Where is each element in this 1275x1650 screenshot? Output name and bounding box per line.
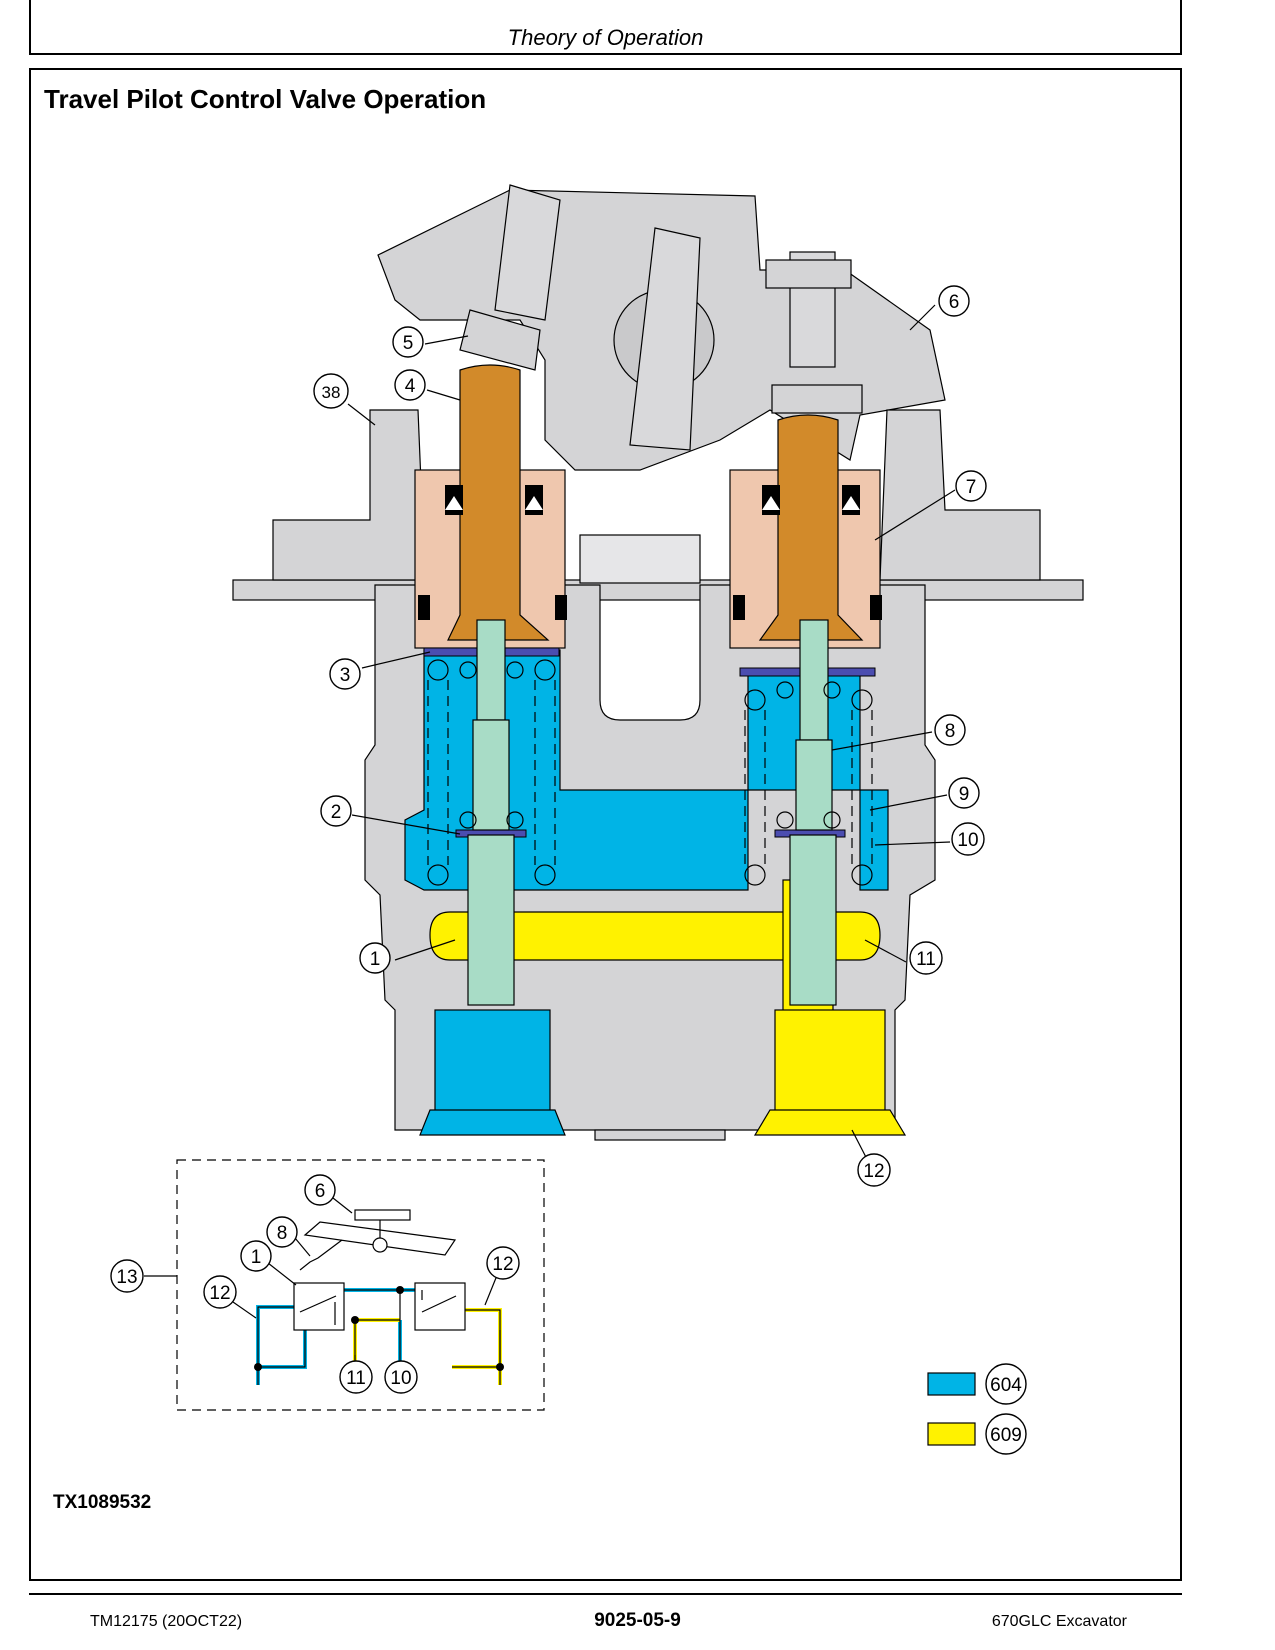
- callout-leaders: [347, 304, 956, 1166]
- header-box: Theory of Operation: [29, 0, 1182, 55]
- svg-text:10: 10: [957, 830, 978, 851]
- svg-text:1: 1: [251, 1247, 262, 1268]
- svg-text:13: 13: [116, 1267, 137, 1288]
- callout-9: 9: [948, 777, 980, 809]
- svg-text:12: 12: [209, 1283, 230, 1304]
- callout-1: 1: [359, 942, 391, 974]
- svg-text:9: 9: [959, 784, 970, 805]
- schem-callout-11: 11: [339, 1360, 373, 1394]
- section-title: Travel Pilot Control Valve Operation: [44, 84, 487, 114]
- legend-604: 604: [927, 1363, 1027, 1405]
- callout-11: 11: [909, 941, 943, 975]
- schem-callout-1: 1: [240, 1240, 272, 1272]
- svg-text:10: 10: [390, 1368, 411, 1389]
- svg-text:12: 12: [863, 1161, 884, 1182]
- callout-5: 5: [392, 326, 424, 358]
- figure-id: TX1089532: [53, 1492, 152, 1513]
- svg-text:12: 12: [492, 1254, 513, 1275]
- svg-text:8: 8: [277, 1223, 288, 1244]
- callout-38: 38: [313, 373, 349, 409]
- callout-2: 2: [320, 795, 352, 827]
- schem-callout-12a: 12: [203, 1275, 237, 1309]
- svg-text:604: 604: [990, 1375, 1022, 1396]
- footer-doc-id: TM12175 (20OCT22): [90, 1613, 243, 1630]
- callouts: 5 4 38 6 7 3 8 9 2 10 1 11 12: [313, 285, 987, 1187]
- svg-text:609: 609: [990, 1425, 1022, 1446]
- svg-text:4: 4: [405, 376, 416, 397]
- schem-callout-13: 13: [110, 1259, 144, 1293]
- schem-callout-6: 6: [304, 1174, 336, 1206]
- footer-rule: [29, 1593, 1182, 1595]
- svg-text:1: 1: [370, 949, 381, 970]
- pedal-cam-assembly: [377, 184, 946, 471]
- callout-7: 7: [955, 470, 987, 502]
- legend: 604 609: [927, 1363, 1027, 1455]
- schematic-inset: 6 8 1 12 12 11 10 13: [110, 1159, 545, 1411]
- page-header-title: Theory of Operation: [507, 25, 704, 50]
- callout-10: 10: [951, 822, 985, 856]
- svg-text:11: 11: [916, 949, 936, 970]
- svg-text:38: 38: [322, 383, 341, 402]
- callout-3: 3: [329, 658, 361, 690]
- svg-text:3: 3: [340, 665, 351, 686]
- footer-model: 670GLC Excavator: [991, 1613, 1127, 1630]
- callout-12: 12: [857, 1153, 891, 1187]
- callout-6: 6: [938, 285, 970, 317]
- content-frame: [29, 68, 1182, 1581]
- springs: [427, 659, 873, 886]
- svg-text:6: 6: [315, 1181, 326, 1202]
- footer-page-number: 9025-05-9: [594, 1610, 681, 1631]
- callout-8: 8: [934, 714, 966, 746]
- svg-text:11: 11: [346, 1368, 366, 1389]
- callout-4: 4: [394, 369, 426, 401]
- legend-609: 609: [927, 1413, 1027, 1455]
- svg-text:2: 2: [331, 802, 342, 823]
- schem-callout-10: 10: [384, 1360, 418, 1394]
- svg-text:8: 8: [945, 721, 956, 742]
- spools: [467, 619, 837, 1006]
- schem-callout-8: 8: [266, 1216, 298, 1248]
- svg-text:7: 7: [966, 477, 977, 498]
- svg-text:6: 6: [949, 292, 960, 313]
- svg-text:5: 5: [403, 333, 414, 354]
- schem-callout-12b: 12: [486, 1246, 520, 1280]
